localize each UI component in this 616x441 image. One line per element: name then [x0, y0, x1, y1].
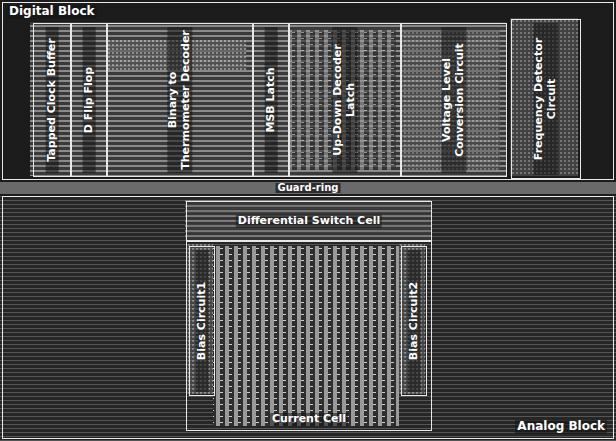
flip-flop: D Flip Flop	[71, 23, 107, 177]
level-converter: Voltage Level Conversion Circuit	[401, 23, 507, 177]
block-label: Bias Circuit1	[196, 250, 209, 392]
analog-block: Analog Block Differential Switch CellCurr…	[2, 196, 614, 439]
clock-buffer: Tapped Clock Buffer	[33, 23, 71, 177]
block-label: Digital Block	[7, 5, 97, 19]
bias-circuit: Bias Circuit2	[401, 246, 427, 396]
block-label: Up-Down Decoder Latch	[332, 27, 357, 173]
digital-block: Digital BlockTapped Clock Buffer D Flip F…	[2, 2, 614, 180]
block-label: MSB Latch	[265, 27, 278, 173]
frequency-detector: Frequency Detector Circuit	[511, 19, 581, 179]
block-label: Binary to Thermometer Decoder	[167, 27, 192, 173]
switch-cell: Differential Switch Cell	[186, 201, 432, 241]
block-label: Bias Circuit2	[408, 250, 421, 392]
latch-block: Up-Down Decoder Latch	[289, 23, 401, 177]
bias-circuit: Bias Circuit1	[189, 246, 215, 396]
block-label: Analog Block	[515, 420, 607, 434]
block-label: Guard-ring	[276, 183, 341, 193]
current-cell: Current Cell Bias Circuit1 Bias Circuit2	[186, 241, 432, 431]
latch-block: MSB Latch	[253, 23, 289, 177]
block-label: Tapped Clock Buffer	[46, 27, 59, 173]
block-label: Differential Switch Cell	[236, 215, 382, 228]
block-label: D Flip Flop	[83, 27, 96, 173]
block-label: Current Cell	[270, 413, 348, 426]
block-label: Voltage Level Conversion Circuit	[441, 27, 466, 173]
block-label: Frequency Detector Circuit	[533, 23, 558, 175]
guard-ring: Guard-ring	[0, 182, 616, 194]
decoder-block: Binary to Thermometer Decoder	[107, 23, 253, 177]
